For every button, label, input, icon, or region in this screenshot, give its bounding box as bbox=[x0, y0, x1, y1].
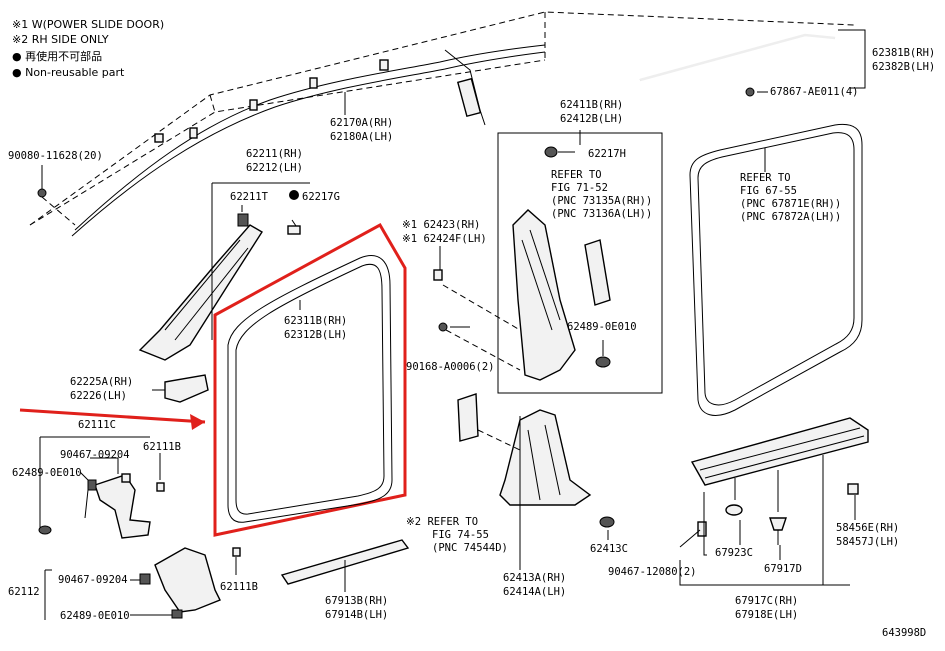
label-62382b: 62382B(LH) bbox=[872, 61, 935, 73]
label-67918e: 67918E(LH) bbox=[735, 609, 798, 621]
ref-fig71-4: (PNC 73136A(LH)) bbox=[551, 208, 652, 220]
label-67917d: 67917D bbox=[764, 563, 802, 575]
label-67914b: 67914B(LH) bbox=[325, 609, 388, 621]
label-67867: 67867-AE011(4) bbox=[770, 86, 859, 98]
label-62211t: 62211T bbox=[230, 191, 269, 203]
legend: ※1 W(POWER SLIDE DOOR) ※2 RH SIDE ONLY ●… bbox=[12, 18, 164, 79]
label-62170a: 62170A(RH) bbox=[330, 117, 393, 129]
label-62411b: 62411B(RH) bbox=[560, 99, 623, 111]
label-62424f: ※1 62424F(LH) bbox=[402, 233, 487, 245]
label-62217g: 62217G bbox=[302, 191, 340, 203]
diagram-code: 643998D bbox=[882, 627, 926, 639]
part-labels: 62381B(RH) 62382B(LH) 67867-AE011(4) 621… bbox=[8, 47, 935, 639]
label-62413a: 62413A(RH) bbox=[503, 572, 566, 584]
b-pillar-lower bbox=[457, 393, 615, 570]
label-62112: 62112 bbox=[8, 586, 40, 598]
leader-lines bbox=[37, 92, 856, 548]
ref-fig67-3: (PNC 67871E(RH)) bbox=[740, 198, 841, 210]
front-pillar-garnish bbox=[138, 182, 310, 361]
kick-panel-lower bbox=[44, 547, 241, 620]
label-90080: 90080-11628(20) bbox=[8, 150, 103, 162]
label-62111b-2: 62111B bbox=[220, 581, 258, 593]
label-62489-a: 62489-0E010 bbox=[12, 467, 82, 479]
slide-door-weatherstrip bbox=[689, 123, 863, 416]
kick-panel-upper bbox=[38, 436, 165, 539]
label-58457j: 58457J(LH) bbox=[836, 536, 899, 548]
label-67923c: 67923C bbox=[715, 547, 753, 559]
label-62423: ※1 62423(RH) bbox=[402, 219, 480, 231]
label-62381b: 62381B(RH) bbox=[872, 47, 935, 59]
b-pillar-upper-group bbox=[433, 132, 663, 394]
legend-note-1: ※1 W(POWER SLIDE DOOR) bbox=[12, 18, 164, 31]
bracket-lines bbox=[679, 520, 823, 586]
ref-fig67-2: FIG 67-55 bbox=[740, 185, 797, 197]
label-62412b: 62412B(LH) bbox=[560, 113, 623, 125]
ref-fig71-3: (PNC 73135A(RH)) bbox=[551, 195, 652, 207]
ref-fig74-3: (PNC 74544D) bbox=[432, 542, 508, 554]
label-62489-b: 62489-0E010 bbox=[567, 321, 637, 333]
roof-guides bbox=[29, 11, 856, 226]
ref-fig71-1: REFER TO bbox=[551, 169, 602, 181]
label-62211: 62211(RH) bbox=[246, 148, 303, 160]
rocker-moulding bbox=[280, 539, 410, 592]
label-62217h: 62217H bbox=[588, 148, 626, 160]
label-62489-c: 62489-0E010 bbox=[60, 610, 130, 622]
ref-fig74-2: FIG 74-55 bbox=[432, 529, 489, 541]
ref-fig71-2: FIG 71-52 bbox=[551, 182, 608, 194]
label-62311b: 62311B(RH) bbox=[284, 315, 347, 327]
roof-drip-strip bbox=[639, 29, 866, 97]
label-62226: 62226(LH) bbox=[70, 390, 127, 402]
label-90168: 90168-A0006(2) bbox=[406, 361, 495, 373]
label-90467-b: 90467-09204 bbox=[58, 574, 128, 586]
legend-note-4: ● Non-reusable part bbox=[12, 66, 125, 79]
door-opening-weatherstrip bbox=[19, 222, 407, 537]
ref-fig67-4: (PNC 67872A(LH)) bbox=[740, 211, 841, 223]
label-62111b-1: 62111B bbox=[143, 441, 181, 453]
label-62312b: 62312B(LH) bbox=[284, 329, 347, 341]
label-90467-a: 90467-09204 bbox=[60, 449, 130, 461]
label-62212: 62212(LH) bbox=[246, 162, 303, 174]
curtain-airbag bbox=[71, 44, 546, 237]
label-62225a: 62225A(RH) bbox=[70, 376, 133, 388]
ref-fig74-1: ※2 REFER TO bbox=[406, 516, 478, 528]
label-67913b: 67913B(RH) bbox=[325, 595, 388, 607]
label-62414a: 62414A(LH) bbox=[503, 586, 566, 598]
label-62413c: 62413C bbox=[590, 543, 628, 555]
legend-note-3: ● 再使用不可部品 bbox=[12, 49, 102, 63]
scuff-plate bbox=[690, 417, 869, 586]
label-62180a: 62180A(LH) bbox=[330, 131, 393, 143]
cowl-side-trim bbox=[164, 374, 209, 403]
label-67917c: 67917C(RH) bbox=[735, 595, 798, 607]
label-58456e: 58456E(RH) bbox=[836, 522, 899, 534]
ref-fig67-1: REFER TO bbox=[740, 172, 791, 184]
label-62111c: 62111C bbox=[78, 419, 116, 431]
legend-note-2: ※2 RH SIDE ONLY bbox=[12, 33, 109, 46]
label-90467-c: 90467-12080(2) bbox=[608, 566, 697, 578]
